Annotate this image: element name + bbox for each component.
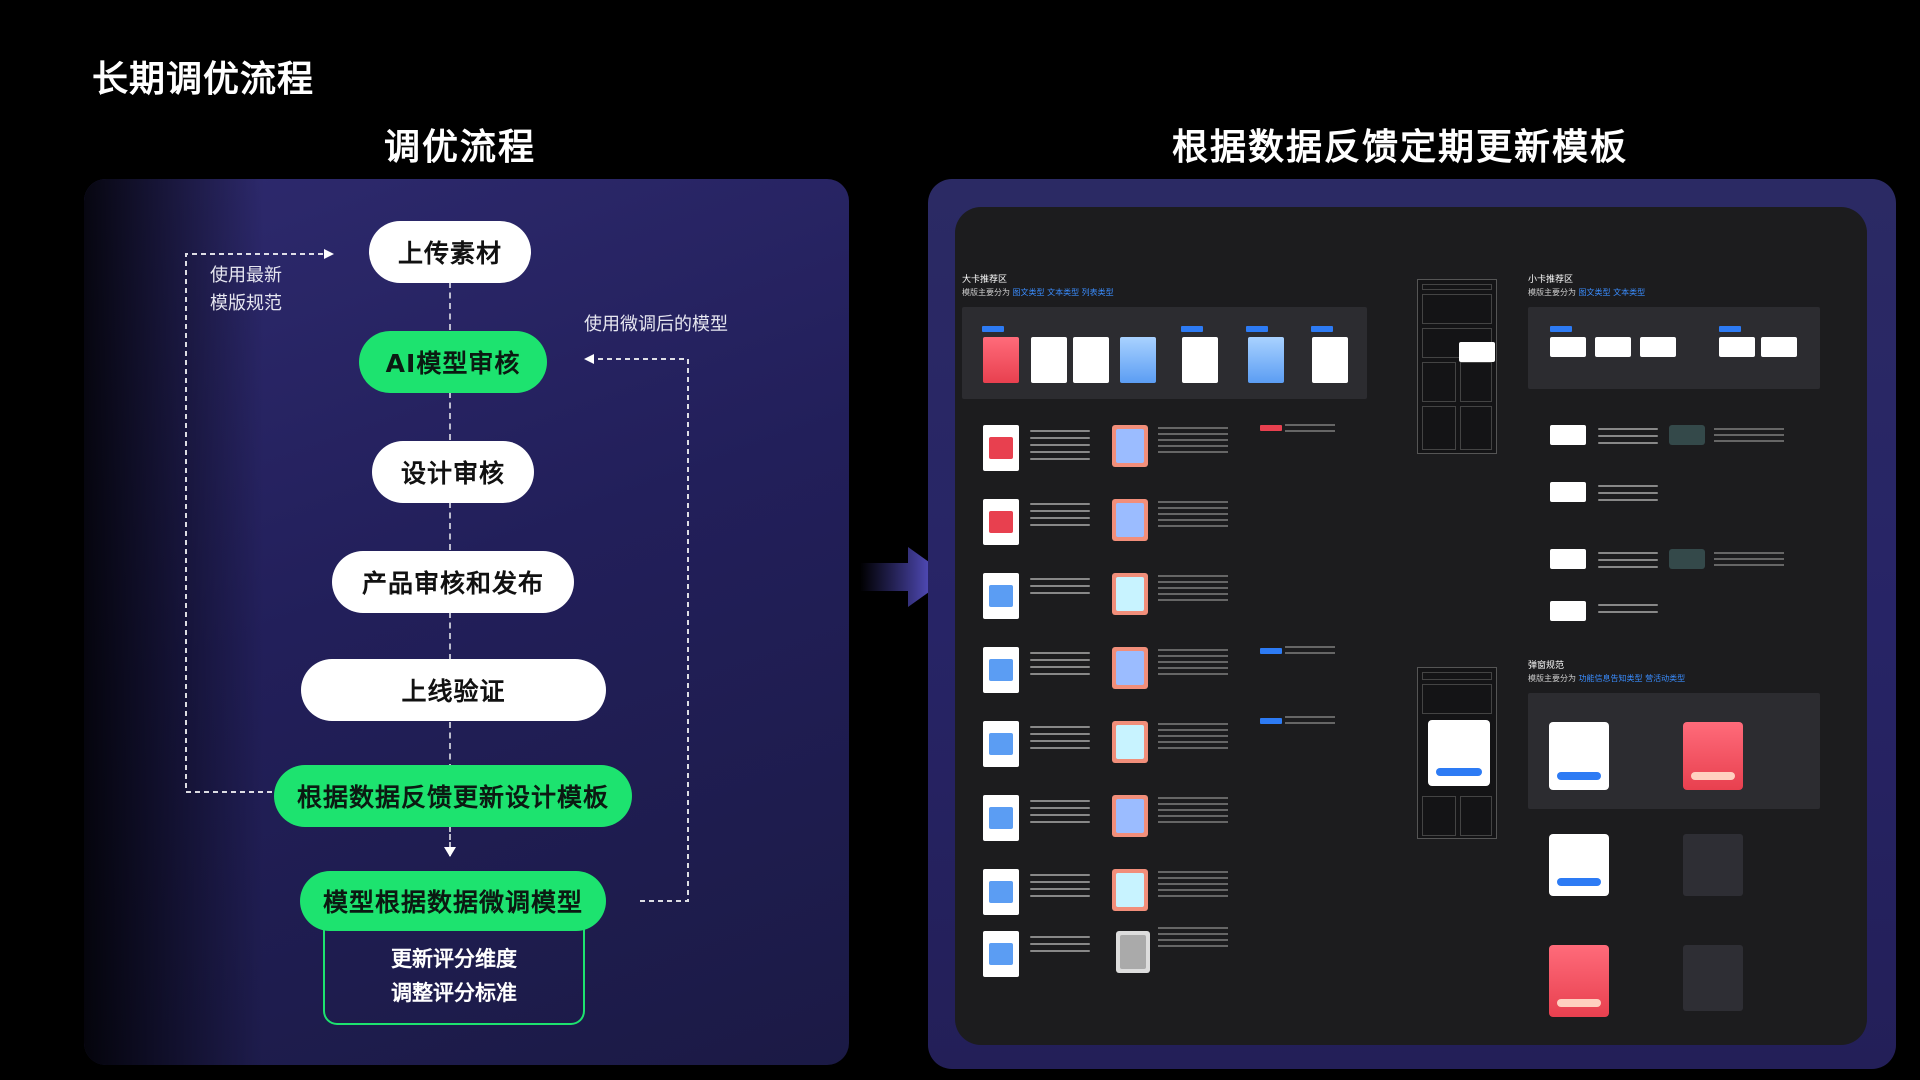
preview-card bbox=[1182, 337, 1218, 383]
row-bullets bbox=[1030, 652, 1090, 680]
preview-card bbox=[983, 337, 1019, 383]
row-bullets bbox=[1030, 936, 1090, 957]
row-bullets bbox=[1598, 604, 1658, 618]
popup-title: 弹窗规范 bbox=[1528, 658, 1564, 671]
row-bullets bbox=[1030, 503, 1090, 531]
preview-card bbox=[1761, 337, 1797, 357]
row-thumb bbox=[983, 499, 1019, 545]
type-tag bbox=[1550, 326, 1572, 332]
preview-card bbox=[1120, 337, 1156, 383]
modal-preview bbox=[1683, 722, 1743, 790]
row-notes bbox=[1158, 501, 1228, 531]
big-card-title: 大卡推荐区 bbox=[962, 272, 1007, 285]
dark-preview bbox=[1669, 549, 1705, 569]
type-tag bbox=[1260, 718, 1282, 724]
row-thumb bbox=[983, 573, 1019, 619]
sub-item: 更新评分维度 bbox=[391, 942, 517, 976]
row-bullets bbox=[1030, 726, 1090, 754]
type-tag bbox=[982, 326, 1004, 332]
sub-item: 调整评分标准 bbox=[391, 976, 517, 1010]
preview-card bbox=[1595, 337, 1631, 357]
preview-card bbox=[1550, 549, 1586, 569]
row-notes bbox=[1285, 424, 1335, 436]
right-loop-label: 使用微调后的模型 bbox=[584, 311, 728, 339]
left-loop-label: 使用最新 模版规范 bbox=[210, 262, 282, 318]
type-tag bbox=[1260, 648, 1282, 654]
row-notes bbox=[1714, 552, 1784, 570]
preview-card bbox=[1550, 482, 1586, 502]
row-notes bbox=[1285, 646, 1335, 658]
row-bullets bbox=[1030, 800, 1090, 828]
flow-node-ai-review: AI模型审核 bbox=[359, 331, 547, 393]
big-card-strip bbox=[962, 307, 1367, 399]
dark-preview bbox=[1683, 834, 1743, 896]
preview-card bbox=[1550, 425, 1586, 445]
type-tag bbox=[1246, 326, 1268, 332]
modal-preview bbox=[1549, 945, 1609, 1017]
phone-mock bbox=[1116, 931, 1150, 973]
flow-node-product-release: 产品审核和发布 bbox=[332, 551, 574, 613]
finetune-details: 更新评分维度 调整评分标准 bbox=[323, 929, 585, 1025]
big-card-sub: 模版主要分为 图文类型 文本类型 列表类型 bbox=[962, 287, 1114, 298]
preview-card bbox=[1312, 337, 1348, 383]
row-thumb bbox=[983, 869, 1019, 915]
row-thumb bbox=[983, 795, 1019, 841]
type-tag bbox=[1719, 326, 1741, 332]
preview-card bbox=[1550, 337, 1586, 357]
row-notes bbox=[1158, 427, 1228, 457]
flow-node-online-verify: 上线验证 bbox=[301, 659, 606, 721]
phone-mock bbox=[1112, 647, 1148, 689]
small-card-title: 小卡推荐区 bbox=[1528, 272, 1573, 285]
layout-grid bbox=[1417, 279, 1497, 454]
type-tag bbox=[1181, 326, 1203, 332]
preview-card bbox=[1550, 601, 1586, 621]
row-notes bbox=[1158, 797, 1228, 827]
row-notes bbox=[1714, 428, 1784, 446]
row-bullets bbox=[1030, 578, 1090, 599]
preview-card bbox=[1073, 337, 1109, 383]
row-notes bbox=[1158, 575, 1228, 605]
modal-preview bbox=[1549, 834, 1609, 896]
row-bullets bbox=[1598, 485, 1658, 506]
preview-card bbox=[1719, 337, 1755, 357]
preview-card bbox=[1459, 342, 1495, 362]
modal-preview bbox=[1428, 720, 1490, 786]
flow-node-update-template: 根据数据反馈更新设计模板 bbox=[274, 765, 632, 827]
row-notes bbox=[1285, 716, 1335, 728]
flow-node-design-review: 设计审核 bbox=[372, 441, 534, 503]
preview-card bbox=[1640, 337, 1676, 357]
phone-mock bbox=[1112, 425, 1148, 467]
row-bullets bbox=[1598, 428, 1658, 449]
type-tag bbox=[1311, 326, 1333, 332]
dark-preview bbox=[1669, 425, 1705, 445]
phone-mock bbox=[1112, 573, 1148, 615]
dark-preview bbox=[1683, 945, 1743, 1011]
phone-mock bbox=[1112, 721, 1148, 763]
type-tag bbox=[1260, 425, 1282, 431]
modal-preview bbox=[1549, 722, 1609, 790]
row-notes bbox=[1158, 649, 1228, 679]
row-bullets bbox=[1030, 430, 1090, 465]
popup-sub: 模版主要分为 功能信息告知类型 营活动类型 bbox=[1528, 673, 1685, 684]
flow-node-finetune: 模型根据数据微调模型 bbox=[300, 871, 606, 931]
row-thumb bbox=[983, 425, 1019, 471]
row-bullets bbox=[1598, 552, 1658, 573]
row-thumb bbox=[983, 647, 1019, 693]
row-thumb bbox=[983, 721, 1019, 767]
preview-card bbox=[1248, 337, 1284, 383]
row-bullets bbox=[1030, 874, 1090, 902]
small-card-sub: 模版主要分为 图文类型 文本类型 bbox=[1528, 287, 1645, 298]
row-thumb bbox=[983, 931, 1019, 977]
phone-mock bbox=[1112, 869, 1148, 911]
row-notes bbox=[1158, 927, 1228, 951]
row-notes bbox=[1158, 871, 1228, 901]
phone-mock bbox=[1112, 499, 1148, 541]
preview-card bbox=[1031, 337, 1067, 383]
row-notes bbox=[1158, 723, 1228, 753]
phone-mock bbox=[1112, 795, 1148, 837]
flow-node-upload: 上传素材 bbox=[369, 221, 531, 283]
